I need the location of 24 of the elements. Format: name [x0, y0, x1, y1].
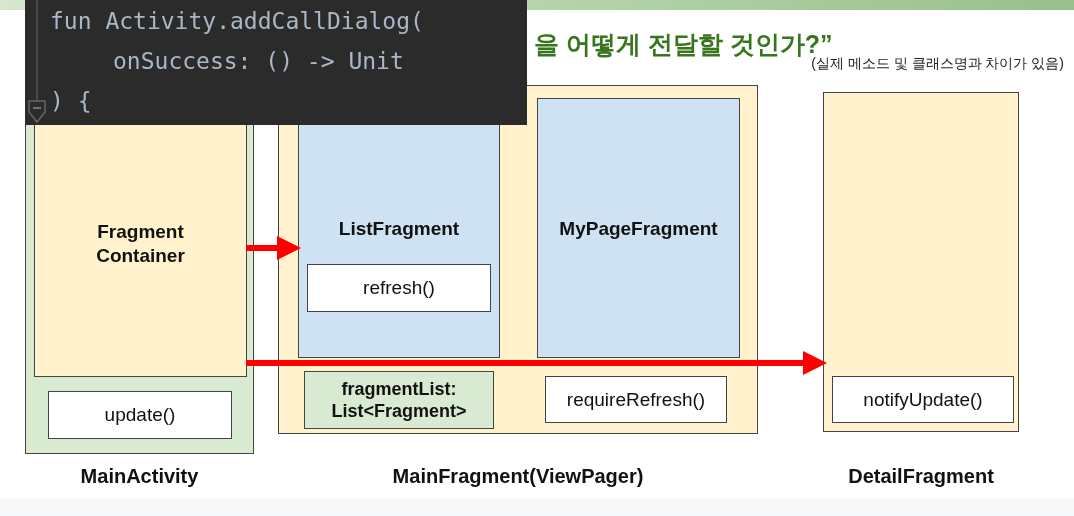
component-name: MyPageFragment — [559, 217, 718, 241]
slide-title: 을 어떻게 전달할 것인가?” — [534, 29, 833, 58]
field-box — [304, 371, 494, 429]
code-line: fun Activity.addCallDialog( — [50, 8, 424, 34]
fragment-pane — [537, 98, 740, 358]
component-title: MainFragment(ViewPager) — [391, 465, 645, 488]
method-box — [307, 264, 491, 312]
method-name: update() — [104, 403, 176, 427]
arrow — [246, 351, 827, 375]
method-box — [545, 376, 727, 423]
component-title: DetailFragment — [847, 465, 995, 488]
component-name: ListFragment — [338, 217, 460, 241]
note: (실제 메소드 및 클래스명과 차이가 있음) — [811, 55, 1064, 73]
arrow — [246, 236, 301, 260]
code-line: onSuccess: () -> Unit — [113, 48, 404, 74]
component-name: Fragment Container — [95, 220, 186, 268]
component-name: fragmentList: List<Fragment> — [330, 377, 468, 423]
method-box — [832, 376, 1014, 423]
method-name: requireRefresh() — [566, 387, 706, 412]
method-name: refresh() — [363, 276, 435, 300]
method-box — [48, 391, 232, 439]
component-title: MainActivity — [79, 465, 200, 488]
code-line: ) { — [50, 88, 92, 114]
method-name: notifyUpdate() — [863, 387, 983, 412]
